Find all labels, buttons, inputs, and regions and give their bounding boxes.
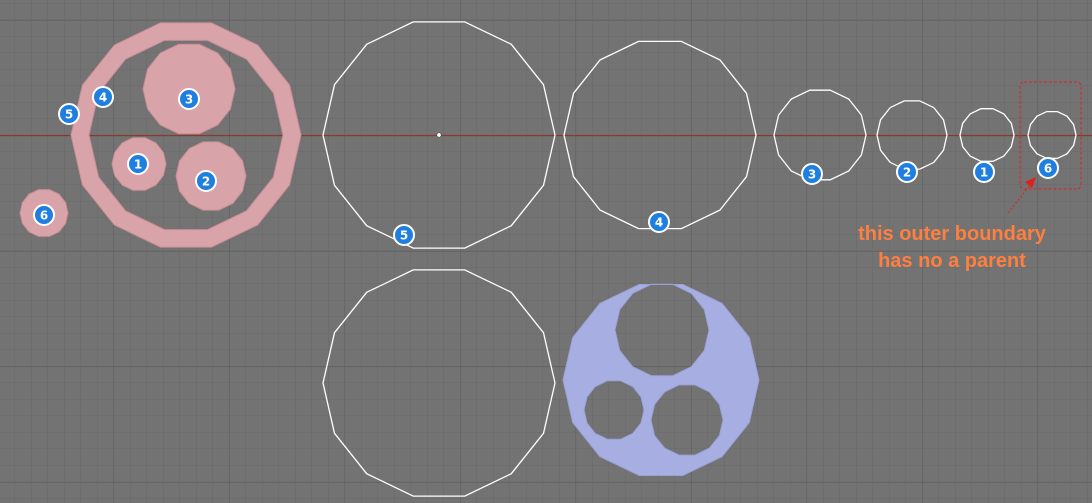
outline-polygon-1 [959, 108, 1015, 162]
badge-label: 3 [185, 93, 193, 107]
badge-circle [58, 103, 80, 125]
badge-circle [195, 170, 217, 192]
badge-label: 3 [808, 168, 816, 182]
outline-polygon-5 [322, 21, 556, 249]
badge-label: 1 [980, 166, 988, 180]
badge-label: 5 [400, 229, 408, 243]
pink-outer-ring [70, 22, 302, 248]
badge-circle [801, 163, 823, 185]
badge-circle [33, 204, 55, 226]
badge-3-pink: 3 [178, 88, 200, 110]
badge-circle [393, 224, 415, 246]
badge-circle [973, 161, 995, 183]
annotation-line-1: this outer boundary [858, 223, 1047, 245]
badge-1-outline: 1 [973, 161, 995, 183]
badge-circle [896, 161, 918, 183]
badge-circle [92, 86, 114, 108]
shapes-layer [19, 21, 1077, 497]
badge-circle [178, 88, 200, 110]
badge-label: 1 [134, 158, 142, 172]
selection-highlight-box [1019, 81, 1082, 190]
badge-4-outline: 4 [648, 211, 670, 233]
blue-shape-with-holes [562, 283, 760, 476]
annotation-arrow-head [1025, 177, 1036, 188]
badge-circle [648, 211, 670, 233]
badge-6-pink: 6 [33, 204, 55, 226]
badge-label: 2 [903, 166, 911, 180]
badge-6-outline: 6 [1037, 157, 1059, 179]
badge-3-outline: 3 [801, 163, 823, 185]
annotation-line-2: has no a parent [878, 250, 1026, 272]
badge-label: 6 [1044, 162, 1052, 176]
badge-2-outline: 2 [896, 161, 918, 183]
badge-label: 4 [99, 91, 107, 105]
badge-5-pink: 5 [58, 103, 80, 125]
outline-polygon-bottom [322, 269, 556, 497]
badge-label: 6 [40, 209, 48, 223]
outline-polygon-4 [563, 40, 757, 230]
badges-layer: 4 5 3 1 2 6 5 4 3 2 1 6 [33, 86, 1059, 246]
badge-5-outline: 5 [393, 224, 415, 246]
badge-2-pink: 2 [195, 170, 217, 192]
badge-label: 5 [65, 108, 73, 122]
badge-4-pink: 4 [92, 86, 114, 108]
origin-point [436, 132, 442, 138]
badge-circle [1037, 157, 1059, 179]
badge-1-pink: 1 [127, 153, 149, 175]
badge-label: 2 [202, 175, 210, 189]
badge-label: 4 [655, 216, 663, 230]
badge-circle [127, 153, 149, 175]
